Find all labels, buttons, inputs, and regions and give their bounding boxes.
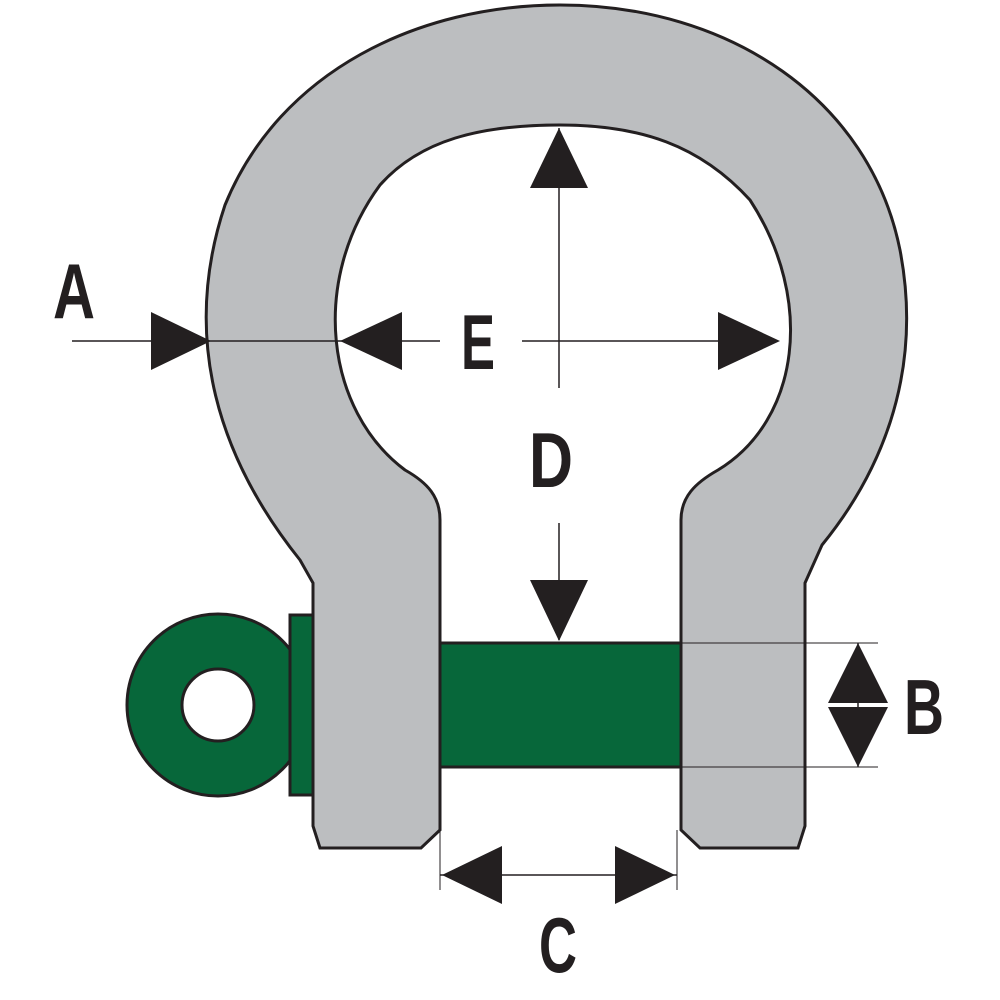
dimension-e: E xyxy=(461,298,780,386)
pin-eye-hole xyxy=(180,667,256,743)
label-e: E xyxy=(461,298,495,386)
dimension-d: D xyxy=(529,128,588,641)
dimension-e-arrow-right xyxy=(718,312,780,370)
dimension-b: B xyxy=(681,642,944,768)
dimension-a-arrow-left xyxy=(340,312,402,370)
shackle-pin-assembly xyxy=(125,612,327,798)
dimension-c: C xyxy=(439,830,678,989)
label-b: B xyxy=(904,663,944,751)
shackle-bow xyxy=(204,3,909,850)
dimension-b-arrow-up xyxy=(828,643,888,703)
label-d: D xyxy=(529,416,573,504)
label-a: A xyxy=(53,247,95,335)
pin-shaft xyxy=(438,641,683,769)
dimension-c-arrow-right xyxy=(615,846,675,904)
dimension-a: A xyxy=(53,247,440,370)
dimension-d-arrow-up xyxy=(530,128,588,188)
dimension-a-arrow-right xyxy=(151,312,211,370)
dimension-b-arrow-down xyxy=(828,707,888,767)
dimension-d-arrow-down xyxy=(530,580,588,641)
label-c: C xyxy=(539,901,577,989)
dimension-c-arrow-left xyxy=(442,846,502,904)
